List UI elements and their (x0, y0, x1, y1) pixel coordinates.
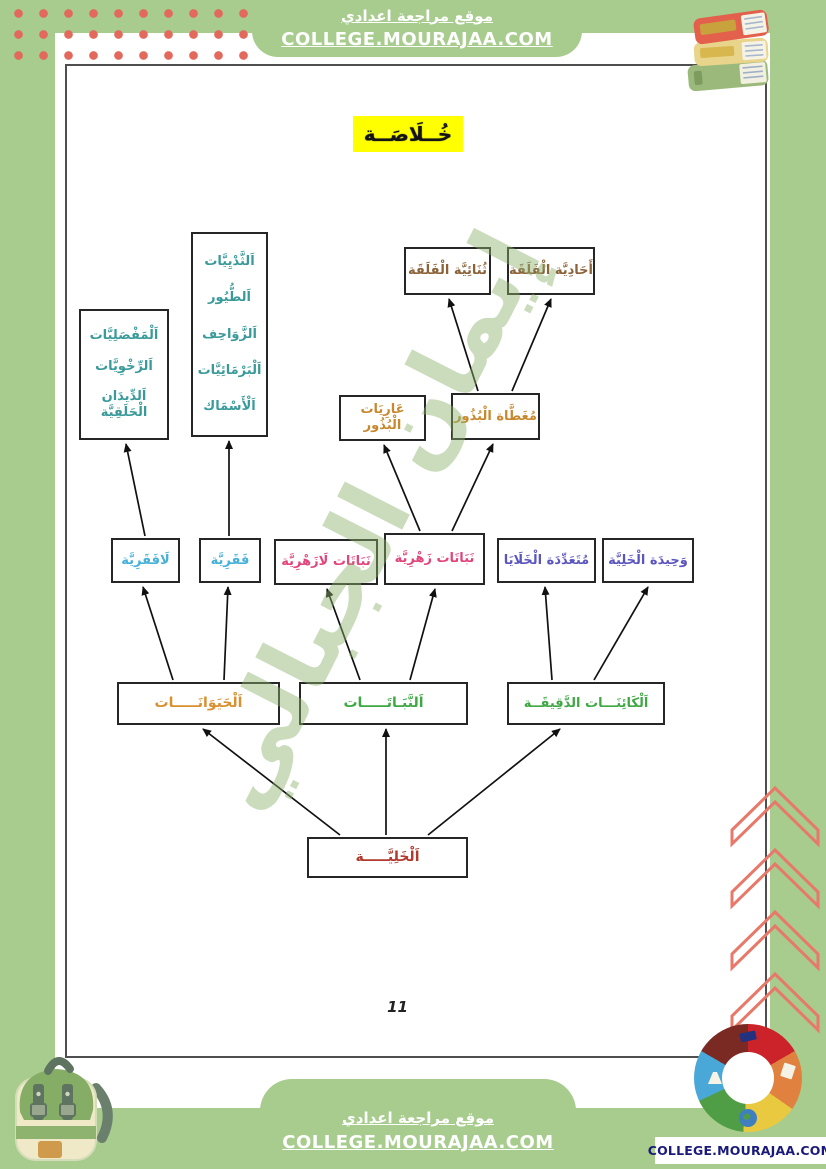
vertebrate-class-item: اَلثَّدْيِيَّات (204, 254, 255, 270)
node-flowering-plants: نَبَاتَات زَهْرِيَّة (384, 533, 485, 585)
red-dot-grid (0, 0, 256, 64)
footer-site-name-ar[interactable]: موقع مراجعة اعدادي (342, 1109, 494, 1128)
node-invertebrates: لَافَقَرِيَّة (111, 538, 180, 583)
invertebrate-class-item: اَلدِّيدَان الْحَلَقِيَّة (100, 389, 148, 420)
page-number: 11 (387, 998, 408, 1016)
diagram-frame (65, 64, 767, 1058)
node-nonflowering-plants: نَبَاتَات لَازَهْرِيَّة (274, 539, 378, 585)
logo-caption: COLLEGE.MOURAJAA.COM (648, 1137, 826, 1164)
logo-center (722, 1052, 774, 1104)
node-gymnosperms: عَارِيَات الْبُذُور (339, 395, 426, 441)
school-backpack-icon (15, 1057, 113, 1161)
vertebrate-class-item: اَلطُّيُور (208, 290, 251, 306)
vertebrate-class-item: اَلْبَرْمَائِيَّات (197, 362, 262, 378)
node-invertebrate-classes: اَلْمَفْصَلِيَّات اَلرِّخْوِيَّات اَلدِّ… (79, 309, 169, 440)
node-vertebrates: فَقَرِيَّة (199, 538, 261, 583)
node-vertebrate-classes: اَلثَّدْيِيَّات اَلطُّيُور اَلزَّوَاحِف … (191, 232, 268, 437)
invertebrate-class-item: اَلْمَفْصَلِيَّات (89, 328, 159, 344)
node-angiosperms: مُغَطَّاة الْبُذُور (451, 393, 540, 440)
node-multicellular: مُتَعَدِّدَة الْخَلَايَا (497, 538, 596, 583)
header-site-url[interactable]: COLLEGE.MOURAJAA.COM (281, 29, 553, 51)
logo-mini-icons (708, 1030, 796, 1127)
footer-banner[interactable]: موقع مراجعة اعدادي COLLEGE.MOURAJAA.COM (260, 1079, 576, 1169)
node-dicotyledon: ثُنَائِيَّة الْفَلَقَة (404, 247, 491, 295)
vertebrate-class-item: اَلزَّوَاحِف (202, 326, 257, 342)
stacked-books-icon (687, 9, 769, 92)
header-site-name-ar[interactable]: موقع مراجعة اعدادي (341, 6, 493, 25)
node-unicellular: وَحِيدَة الْخَلِيَّة (602, 538, 694, 583)
header-banner[interactable]: موقع مراجعة اعدادي COLLEGE.MOURAJAA.COM (252, 0, 582, 57)
node-monocotyledon: أَحَادِيَّة الْفَلَقَة (507, 247, 595, 295)
footer-site-url[interactable]: COLLEGE.MOURAJAA.COM (282, 1131, 554, 1153)
education-wheel-logo-icon (694, 1024, 802, 1132)
diagram-title: خُــلَاصَــة (353, 116, 463, 152)
node-animals: اَلْحَيَوَانَـــــات (117, 682, 280, 725)
invertebrate-class-item: اَلرِّخْوِيَّات (95, 358, 153, 374)
node-cell: اَلْخَلِيَّـــــة (307, 837, 468, 878)
vertebrate-class-item: اَلْأَسْمَاك (203, 399, 256, 415)
logo-caption-text: COLLEGE.MOURAJAA.COM (647, 1143, 826, 1158)
node-plants: اَلنَّبَـاتَـــــات (299, 682, 468, 725)
node-microorganisms: اَلْكَائِنَـــات الدَّقِيقَــة (507, 682, 665, 725)
